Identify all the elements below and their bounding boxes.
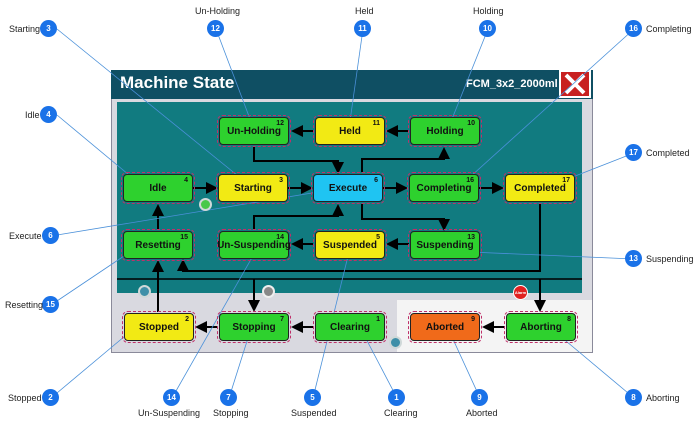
indicator-dot-teal	[138, 285, 151, 298]
state-label: Aborted	[425, 321, 465, 333]
indicator-dot-gray	[262, 285, 275, 298]
callout-badge-15: 15	[42, 296, 59, 313]
state-starting[interactable]: Starting 3	[216, 172, 290, 204]
state-number: 5	[376, 234, 380, 241]
callout-label-4: Idle	[25, 110, 40, 120]
callout-label-9: Aborted	[466, 408, 498, 418]
window-subtitle: FCM_3x2_2000ml	[466, 78, 558, 90]
state-label: Completed	[514, 182, 566, 194]
state-number: 1	[376, 316, 380, 323]
callout-badge-16: 16	[625, 20, 642, 37]
state-number: 8	[567, 316, 571, 323]
callout-label-17: Completed	[646, 148, 690, 158]
callout-label-5: Suspended	[291, 408, 337, 418]
state-number: 4	[184, 177, 188, 184]
state-idle[interactable]: Idle 4	[121, 172, 195, 204]
callout-badge-11: 11	[354, 20, 371, 37]
callout-badge-2: 2	[42, 389, 59, 406]
state-number: 7	[280, 316, 284, 323]
callout-label-14: Un-Suspending	[138, 408, 201, 418]
state-number: 12	[276, 120, 284, 127]
state-number: 2	[185, 316, 189, 323]
state-aborted[interactable]: Aborted 9	[408, 311, 482, 343]
callout-badge-12: 12	[207, 20, 224, 37]
callout-label-10: Holding	[473, 6, 504, 16]
state-label: Suspended	[323, 239, 377, 251]
window-title: Machine State	[120, 73, 235, 92]
state-number: 17	[562, 177, 570, 184]
callout-badge-8: 8	[625, 389, 642, 406]
state-stopped[interactable]: Stopped 2	[122, 311, 196, 343]
state-number: 9	[471, 316, 475, 323]
state-aborting[interactable]: Aborting 8	[504, 311, 578, 343]
callout-badge-4: 4	[40, 106, 57, 123]
state-label: Stopping	[232, 321, 276, 333]
callout-badge-17: 17	[625, 144, 642, 161]
callout-badge-7: 7	[220, 389, 237, 406]
callout-badge-3: 3	[40, 20, 57, 37]
state-label: Completing	[416, 182, 472, 194]
state-stopping[interactable]: Stopping 7	[217, 311, 291, 343]
state-number: 6	[374, 177, 378, 184]
state-label: Starting	[234, 182, 272, 194]
state-label: Resetting	[135, 239, 181, 251]
state-held[interactable]: Held 11	[313, 115, 387, 147]
callout-label-1: Clearing	[384, 408, 418, 418]
callout-label-15: Resetting	[5, 300, 44, 310]
close-button[interactable]	[559, 70, 591, 98]
callout-badge-1: 1	[388, 389, 405, 406]
state-label: Idle	[149, 182, 167, 194]
state-label: Execute	[328, 182, 368, 194]
state-number: 16	[466, 177, 474, 184]
callout-badge-5: 5	[304, 389, 321, 406]
state-clearing[interactable]: Clearing 1	[313, 311, 387, 343]
indicator-dot-teal-clearing	[389, 336, 402, 349]
state-number: 10	[467, 120, 475, 127]
close-icon	[564, 73, 586, 95]
state-label: Un-Suspending	[217, 239, 291, 251]
callout-label-16: Completing	[646, 24, 692, 34]
callout-badge-9: 9	[471, 389, 488, 406]
callout-badge-10: 10	[479, 20, 496, 37]
callout-badge-14: 14	[163, 389, 180, 406]
indicator-dot-green	[199, 198, 212, 211]
callout-badge-6: 6	[42, 227, 59, 244]
state-label: Clearing	[329, 321, 370, 333]
state-number: 14	[276, 234, 284, 241]
callout-label-7: Stopping	[213, 408, 249, 418]
callout-leader-lines	[50, 28, 635, 399]
state-number: 13	[467, 234, 475, 241]
state-label: Stopped	[139, 321, 179, 333]
state-number: 3	[279, 177, 283, 184]
state-label: Un-Holding	[227, 125, 281, 137]
alarm-indicator[interactable]: Alarm	[513, 285, 528, 300]
state-label: Held	[339, 125, 361, 137]
callout-label-6: Execute	[9, 231, 42, 241]
title-bar	[111, 70, 593, 99]
state-label: Aborting	[520, 321, 562, 333]
callout-label-3: Starting	[9, 24, 41, 34]
state-label: Suspending	[416, 239, 474, 251]
callout-label-13: Suspending	[646, 254, 694, 264]
callout-label-12: Un-Holding	[195, 6, 241, 16]
state-number: 15	[180, 234, 188, 241]
callout-label-2: Stopped	[8, 393, 42, 403]
callout-label-11: Held	[355, 6, 374, 16]
callout-badge-13: 13	[625, 250, 642, 267]
callout-label-8: Aborting	[646, 393, 680, 403]
state-label: Holding	[426, 125, 464, 137]
state-execute[interactable]: Execute 6	[311, 172, 385, 204]
state-number: 11	[372, 120, 380, 127]
transition-arrows	[117, 125, 582, 333]
